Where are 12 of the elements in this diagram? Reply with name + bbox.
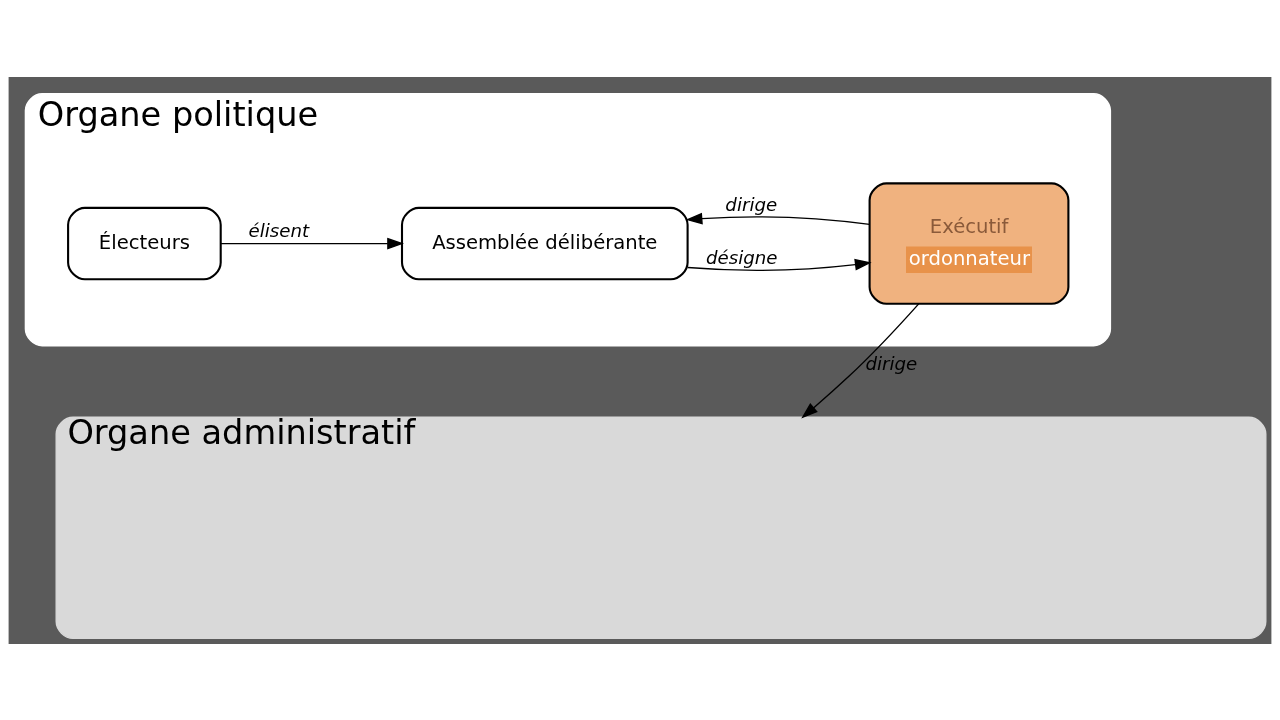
edge-label: désigne <box>705 246 778 268</box>
node-box: Électeurs <box>67 206 222 280</box>
edge-label: élisent <box>248 219 310 241</box>
node-box: Organe administratif <box>55 416 1267 639</box>
node-box: Exécutif ordonnateur <box>868 181 1070 305</box>
arrow <box>687 258 872 271</box>
node-box: Assemblée délibérante <box>400 206 689 280</box>
edge-label: dirige <box>725 193 778 215</box>
arrow <box>801 302 920 418</box>
arrow <box>220 237 404 249</box>
edge-label: dirige <box>865 352 918 374</box>
arrow <box>685 212 871 225</box>
